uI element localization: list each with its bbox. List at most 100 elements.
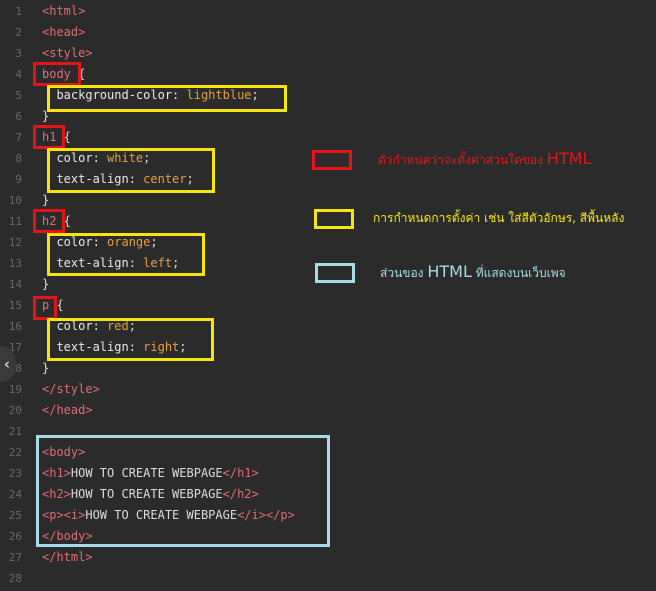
- collapse-panel-button[interactable]: ‹: [0, 346, 16, 382]
- code-line[interactable]: 10}: [0, 190, 656, 211]
- code-text: <p><i>HOW TO CREATE WEBPAGE</i></p>: [42, 505, 295, 526]
- code-line[interactable]: 13 text-align: left;: [0, 253, 656, 274]
- code-token: ;: [143, 151, 151, 165]
- code-line[interactable]: 26 </body>: [0, 526, 656, 547]
- code-token: text-align:: [42, 256, 144, 270]
- code-text: }: [42, 190, 49, 211]
- chevron-left-icon: ‹: [3, 355, 10, 373]
- selector-box-p: [33, 296, 57, 320]
- code-token: </h2>: [222, 487, 259, 501]
- code-line[interactable]: 11 h2 {: [0, 211, 656, 232]
- code-token: text-align:: [42, 340, 144, 354]
- code-text: color: red;: [42, 316, 136, 337]
- code-text: h2 {: [42, 211, 71, 232]
- legend-swatch-red: [312, 150, 352, 170]
- line-number: 8: [15, 152, 22, 165]
- line-number: 11: [8, 215, 22, 228]
- code-token: HOW TO CREATE WEBPAGE: [70, 487, 223, 501]
- code-line[interactable]: 9 text-align: center;: [0, 169, 656, 190]
- code-line[interactable]: 8 color: white;: [0, 148, 656, 169]
- code-token: <head>: [42, 25, 86, 39]
- code-token: }: [42, 361, 50, 375]
- code-token: body: [42, 67, 71, 81]
- selector-box-body: [33, 62, 81, 86]
- line-number: 7: [15, 131, 22, 144]
- code-token: <html>: [42, 4, 86, 18]
- line-number: 6: [15, 110, 22, 123]
- declaration-box-body: [47, 85, 287, 112]
- code-token: lightblue: [186, 88, 252, 102]
- code-token: <h1>: [42, 466, 71, 480]
- code-line[interactable]: 28: [0, 568, 656, 589]
- code-text: h1 {: [42, 127, 71, 148]
- code-token: ;: [150, 235, 158, 249]
- code-text: text-align: left;: [42, 253, 179, 274]
- code-text: }: [42, 106, 49, 127]
- code-token: HOW TO CREATE WEBPAGE: [70, 466, 223, 480]
- line-number: 13: [8, 257, 22, 270]
- code-line[interactable]: 4 body {: [0, 64, 656, 85]
- code-line[interactable]: 24<h2>HOW TO CREATE WEBPAGE</h2>: [0, 484, 656, 505]
- line-number: 4: [15, 68, 22, 81]
- code-text: color: white;: [42, 148, 150, 169]
- code-token: <p><i>: [42, 508, 86, 522]
- code-token: p: [42, 298, 50, 312]
- code-token: background-color:: [42, 88, 187, 102]
- code-line[interactable]: 19 </style>: [0, 379, 656, 400]
- code-token: color:: [42, 151, 108, 165]
- code-token: text-align:: [42, 172, 144, 186]
- code-token: {: [70, 67, 86, 81]
- code-token: right: [143, 340, 180, 354]
- code-line[interactable]: 3 <style>: [0, 43, 656, 64]
- legend-text-yellow: การกำหนดการตั้งค่า เช่น ใส่สีตัวอักษร, ส…: [373, 211, 625, 225]
- code-line[interactable]: 20 </head>: [0, 400, 656, 421]
- code-token: ;: [128, 319, 136, 333]
- line-number: 19: [8, 383, 22, 396]
- line-number: 21: [8, 425, 22, 438]
- line-number: 20: [8, 404, 22, 417]
- code-line[interactable]: 7 h1 {: [0, 127, 656, 148]
- code-line[interactable]: 18}: [0, 358, 656, 379]
- code-token: {: [49, 298, 64, 312]
- code-token: <h2>: [42, 487, 71, 501]
- line-number: 26: [8, 530, 22, 543]
- legend-swatch-blue: [315, 263, 355, 283]
- code-text: </html>: [42, 547, 93, 568]
- code-line[interactable]: 5 background-color: lightblue;: [0, 85, 656, 106]
- code-line[interactable]: 6}: [0, 106, 656, 127]
- code-line[interactable]: 15 p {: [0, 295, 656, 316]
- line-number: 22: [8, 446, 22, 459]
- code-line[interactable]: 21: [0, 421, 656, 442]
- code-text: }: [42, 358, 49, 379]
- code-line[interactable]: 14}: [0, 274, 656, 295]
- code-text: background-color: lightblue;: [42, 85, 259, 106]
- code-token: <style>: [42, 46, 93, 60]
- code-token: h1: [42, 130, 57, 144]
- code-text: </style>: [42, 379, 100, 400]
- declaration-box-p: [47, 318, 214, 361]
- code-text: </head>: [42, 400, 93, 421]
- code-line[interactable]: 22 <body>: [0, 442, 656, 463]
- line-number: 3: [15, 47, 22, 60]
- line-number: 10: [8, 194, 22, 207]
- code-text: <body>: [42, 442, 85, 463]
- code-text: </body>: [42, 526, 93, 547]
- declaration-box-h2: [47, 233, 205, 276]
- code-token: ;: [251, 88, 259, 102]
- code-token: red: [107, 319, 129, 333]
- line-number: 15: [8, 299, 22, 312]
- code-line[interactable]: 12 color: orange;: [0, 232, 656, 253]
- code-line[interactable]: 23<h1>HOW TO CREATE WEBPAGE</h1>: [0, 463, 656, 484]
- code-line[interactable]: 25<p><i>HOW TO CREATE WEBPAGE</i></p>: [0, 505, 656, 526]
- code-line[interactable]: 2<head>: [0, 22, 656, 43]
- code-token: </h1>: [222, 466, 259, 480]
- code-token: }: [42, 193, 50, 207]
- declaration-box-h1: [47, 148, 215, 193]
- code-text: <style>: [42, 43, 93, 64]
- code-line[interactable]: 1<html>: [0, 1, 656, 22]
- line-number: 9: [15, 173, 22, 186]
- code-line[interactable]: 27</html>: [0, 547, 656, 568]
- code-token: }: [42, 277, 50, 291]
- code-line[interactable]: 16 color: red;: [0, 316, 656, 337]
